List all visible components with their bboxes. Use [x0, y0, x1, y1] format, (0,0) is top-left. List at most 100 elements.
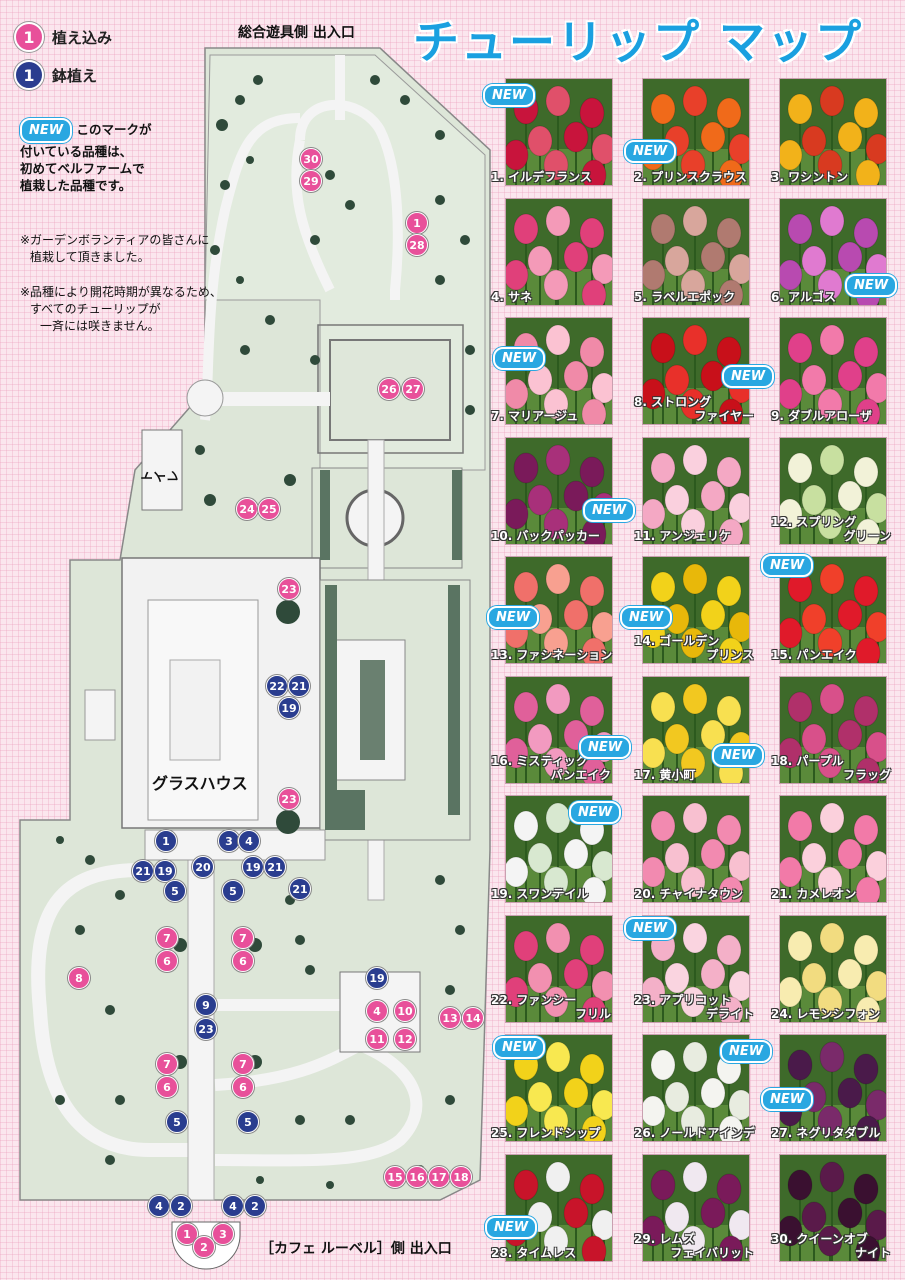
- tulip-name: 7. マリアージュ: [491, 409, 579, 423]
- page-title: チューリップ マップ: [413, 15, 864, 69]
- potted-marker-icon: 1: [14, 60, 44, 90]
- tulip-photo: [779, 675, 887, 784]
- tulip-card: 21. カメレオン: [771, 795, 887, 903]
- planted-marker-6: 6: [232, 1076, 254, 1098]
- bloom-note: ※品種により開花時期が異なるため、 すべてのチューリップが 一斉には咲きません。: [20, 284, 250, 335]
- glasshouse-label: グラスハウス: [152, 774, 248, 793]
- tulip-name: 15. パンエイク: [771, 648, 857, 662]
- new-badge-icon: NEW: [720, 1040, 773, 1063]
- new-badge-icon: NEW: [620, 606, 673, 629]
- tulip-caption: 14. ゴールデンプリンス: [634, 634, 756, 662]
- planted-marker-27: 27: [402, 378, 424, 400]
- potted-marker-9: 9: [195, 994, 217, 1016]
- tulip-name: 16. ミスティック: [491, 753, 588, 768]
- bottom-entrance-label: ［カフェ ルーベル］側 出入口: [260, 1241, 452, 1257]
- potted-marker-19: 19: [366, 967, 388, 989]
- planted-marker-6: 6: [156, 950, 178, 972]
- tulip-flower-icon: [780, 676, 886, 783]
- tulip-name: 13. ファシネーション: [491, 648, 613, 662]
- tulip-name: 1. イルデフランス: [491, 170, 592, 184]
- legend-planted-label: 植え込み: [52, 28, 113, 47]
- tulip-card: 4. サネ: [491, 197, 613, 306]
- tulip-flower-icon: [506, 198, 612, 305]
- potted-marker-5: 5: [222, 880, 244, 902]
- legend-potted-label: 鉢植え: [52, 66, 98, 85]
- tulip-caption: 21. カメレオン: [771, 887, 856, 901]
- new-badge-icon: NEW: [624, 916, 677, 940]
- tulip-name: 30. クイーンオブ: [771, 1231, 868, 1246]
- planted-marker-6: 6: [156, 1076, 178, 1098]
- tulip-name: 29. レムズ: [634, 1231, 696, 1246]
- planted-marker-12: 12: [394, 1028, 416, 1050]
- tulip-flower-icon: [780, 318, 886, 424]
- tulip-name: 22. ファンシー: [491, 992, 577, 1007]
- tulip-card: 3. ワシントン: [771, 78, 887, 186]
- potted-marker-5: 5: [237, 1111, 259, 1133]
- planted-marker-7: 7: [232, 1053, 254, 1075]
- tulip-caption: 18. パープルフラッグ: [771, 754, 893, 782]
- planted-marker-30: 30: [300, 148, 322, 170]
- potted-marker-21: 21: [132, 860, 154, 882]
- tulip-caption: 24. レモンシフォン: [771, 1007, 880, 1021]
- planted-marker-11: 11: [366, 1028, 388, 1050]
- tulip-name: 27. ネグリタダブル: [771, 1126, 881, 1140]
- planted-marker-7: 7: [156, 1053, 178, 1075]
- tulip-name-line2: ナイト: [854, 1245, 891, 1260]
- potted-marker-19: 19: [154, 860, 176, 882]
- tulip-name: 20. チャイナタウン: [634, 887, 744, 901]
- toilet-building: [141, 429, 183, 511]
- tulip-card: 9. ダブルアローザ: [771, 317, 887, 425]
- tulip-flower-icon: [780, 557, 886, 663]
- tulip-card: 11. アンジェリケ: [634, 436, 750, 545]
- new-badge-icon: NEW: [20, 118, 73, 143]
- tulip-card: 14. ゴールデンプリンス NEW: [620, 556, 754, 664]
- tulip-name-line2: フェイバリット: [670, 1245, 754, 1260]
- tulip-name-line2: フリル: [574, 1006, 611, 1021]
- planted-marker-26: 26: [378, 378, 400, 400]
- tulip-photo: [642, 1034, 750, 1142]
- bloom-note-line3: 一斉には咲きません。: [40, 319, 160, 333]
- tulip-flower-icon: [643, 198, 749, 305]
- top-entrance-label: 総合遊具側 出入口: [238, 25, 355, 41]
- tulip-name-line2: グリーン: [843, 528, 891, 543]
- tulip-flower-icon: [643, 437, 749, 544]
- planted-marker-13: 13: [439, 1007, 461, 1029]
- planted-marker-7: 7: [156, 927, 178, 949]
- planted-marker-24: 24: [236, 498, 258, 520]
- tulip-flower-icon: [643, 79, 749, 185]
- tulip-flower-icon: [643, 1035, 749, 1141]
- planted-marker-17: 17: [428, 1166, 450, 1188]
- tulip-flower-icon: [643, 796, 749, 902]
- tulip-flower-icon: [506, 676, 612, 783]
- tulip-caption: 28. タイムレス: [491, 1246, 576, 1260]
- new-badge-icon: NEW: [579, 735, 632, 759]
- bloom-note-line2: すべてのチューリップが: [30, 302, 161, 316]
- tulip-name: 23. アプリコット: [634, 992, 732, 1007]
- tulip-photo: [505, 1153, 613, 1262]
- legend-planted: 1 植え込み: [14, 22, 112, 52]
- tulip-card: 5. ラベルエポック: [634, 197, 750, 306]
- tulip-flower-icon: [506, 557, 612, 663]
- new-badge-icon: NEW: [624, 140, 677, 163]
- tulip-photo: [642, 436, 750, 545]
- tulip-caption: 23. アプリコットデライト: [634, 993, 756, 1021]
- tulip-name: 12. スプリング: [771, 514, 857, 529]
- tulip-photo: [779, 1153, 887, 1262]
- tulip-name-line2: プリンス: [706, 648, 754, 662]
- tulip-photo: [642, 1153, 750, 1262]
- potted-marker-21: 21: [289, 878, 311, 900]
- tulip-photo: [505, 675, 613, 784]
- tulip-flower-icon: [506, 318, 612, 424]
- potted-marker-4: 4: [148, 1195, 170, 1217]
- planted-marker-4: 4: [366, 1000, 388, 1022]
- potted-marker-22: 22: [266, 675, 288, 697]
- tulip-name: 24. レモンシフォン: [771, 1006, 881, 1021]
